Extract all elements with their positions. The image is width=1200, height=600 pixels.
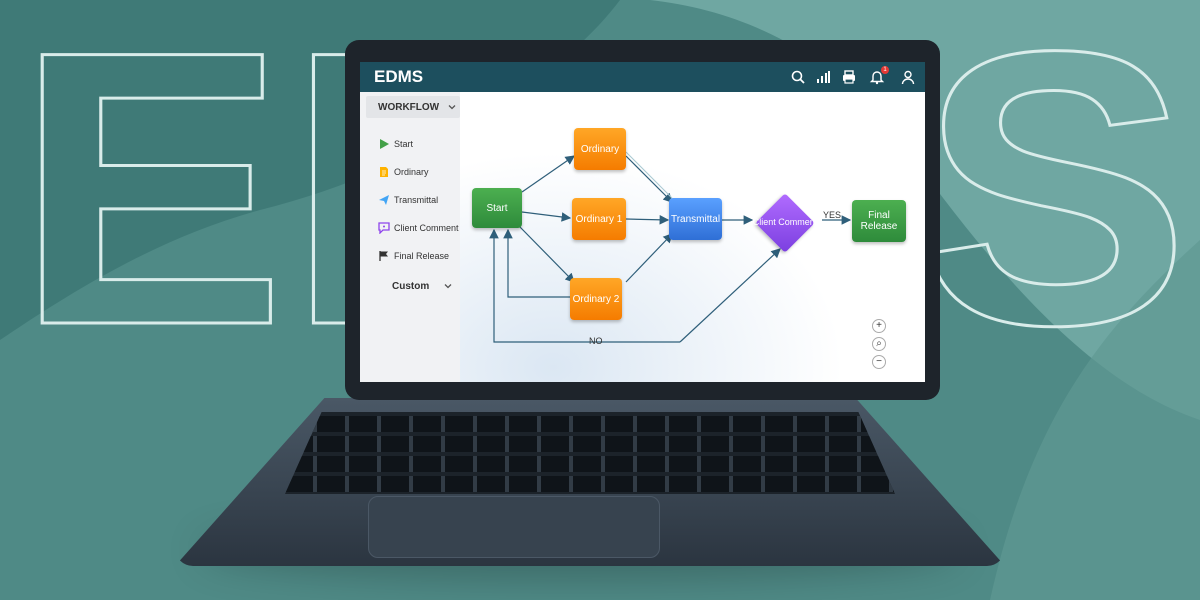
zoom-out-button[interactable]: − — [872, 355, 886, 369]
node-label: Ordinary 2 — [572, 293, 620, 305]
send-icon — [379, 195, 389, 205]
node-label: Start — [486, 202, 508, 214]
sidebar-item-client-comment[interactable]: Client Comment — [360, 216, 460, 240]
sidebar-item-ordinary[interactable]: Ordinary — [360, 160, 460, 184]
play-icon — [380, 139, 389, 149]
edge-ordinary2-transmittal — [625, 233, 673, 283]
sidebar-custom-section[interactable]: Custom — [360, 274, 460, 298]
workflow-edges — [489, 151, 852, 343]
comment-icon — [378, 222, 390, 234]
laptop-touchpad — [368, 496, 660, 558]
workflow-section-title: WORKFLOW — [378, 102, 440, 113]
edge-start-ordinary — [521, 155, 575, 193]
edge-ordinary2-loop — [503, 228, 570, 298]
zoom-search-button[interactable]: ⌕ — [872, 337, 886, 351]
edge-ordinary-transmittal — [625, 155, 673, 203]
laptop-screen: EDMS WORKFLOW Start Ordinary — [360, 62, 925, 382]
edge-start-ordinary2 — [519, 226, 575, 283]
bell-icon[interactable] — [869, 69, 885, 85]
node-ordinary-2[interactable]: Ordinary 2 — [570, 278, 622, 320]
workflow-section-header[interactable]: WORKFLOW — [366, 96, 460, 118]
chevron-down-icon — [444, 284, 452, 289]
sidebar-item-label: Transmittal — [394, 195, 439, 205]
laptop-keyboard — [285, 412, 895, 494]
node-ordinary[interactable]: Ordinary — [574, 128, 626, 170]
node-final-release[interactable]: Final Release — [852, 200, 906, 242]
edge-label-no: NO — [589, 336, 603, 346]
print-icon[interactable] — [841, 69, 857, 85]
sidebar-item-label: Ordinary — [394, 167, 429, 177]
workflow-sidebar: WORKFLOW Start Ordinary Transmittal Clie… — [360, 92, 461, 382]
node-label: Transmittal — [670, 213, 721, 225]
node-label: Ordinary — [580, 143, 620, 155]
node-transmittal[interactable]: Transmittal — [669, 198, 722, 240]
edge-start-ordinary1 — [521, 211, 572, 222]
notification-badge: 1 — [881, 66, 889, 74]
signal-icon[interactable] — [815, 69, 831, 85]
app-header: EDMS — [360, 62, 925, 92]
flag-icon — [379, 251, 388, 261]
app-title: EDMS — [374, 67, 424, 86]
sidebar-item-label: Final Release — [394, 251, 450, 261]
sidebar-item-label: Client Comment — [394, 223, 459, 233]
node-client-comment-label: Client Comment — [752, 217, 818, 227]
node-label: Ordinary 1 — [575, 213, 623, 225]
edge-no-client-comment — [679, 248, 781, 343]
node-ordinary-1[interactable]: Ordinary 1 — [572, 198, 626, 240]
edge-label-yes: YES — [823, 210, 842, 220]
chevron-down-icon — [448, 105, 456, 110]
custom-section-label: Custom — [392, 281, 430, 292]
user-icon[interactable] — [900, 69, 916, 85]
sidebar-item-transmittal[interactable]: Transmittal — [360, 188, 460, 212]
zoom-in-button[interactable]: + — [872, 319, 886, 333]
node-start[interactable]: Start — [472, 188, 522, 228]
edge-no-return — [489, 228, 680, 343]
sidebar-item-start[interactable]: Start — [360, 132, 460, 156]
sidebar-item-final-release[interactable]: Final Release — [360, 244, 460, 268]
edge-ordinary1-transmittal — [625, 215, 670, 225]
document-icon — [380, 167, 388, 177]
node-label: Final Release — [860, 210, 898, 232]
sidebar-item-label: Start — [394, 139, 414, 149]
workflow-canvas[interactable]: Start Ordinary Ordinary 1 Ordinary 2 Tra… — [460, 92, 925, 382]
search-icon[interactable] — [790, 69, 806, 85]
